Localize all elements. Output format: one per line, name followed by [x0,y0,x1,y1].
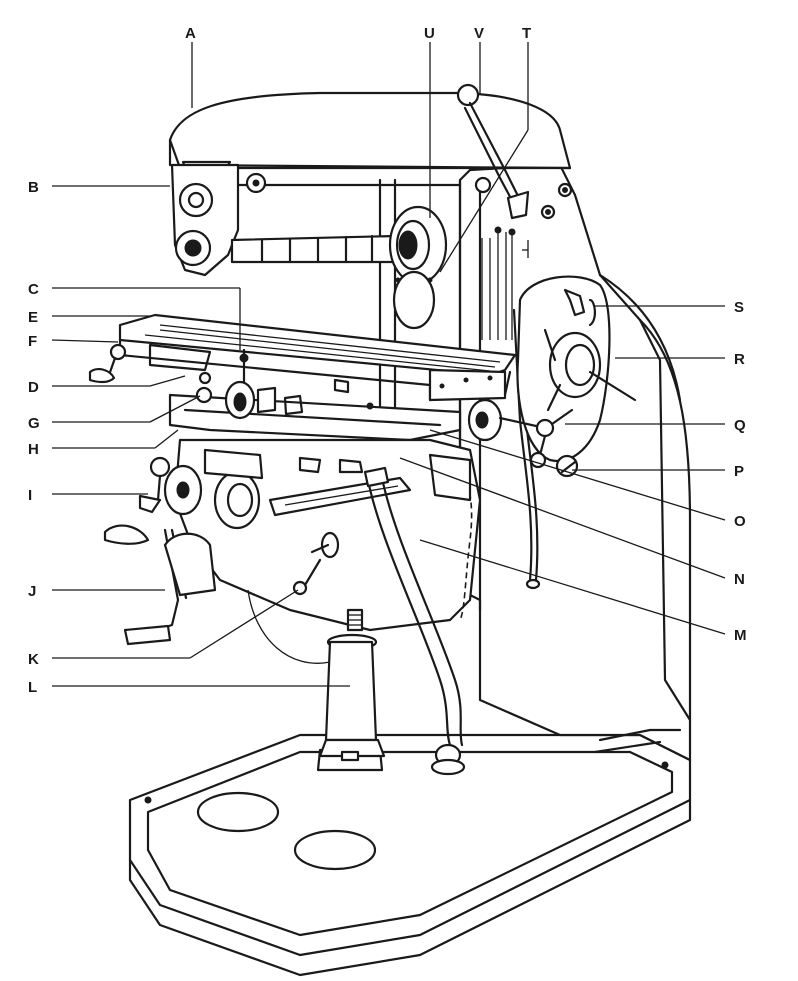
label-d: D [28,379,39,396]
saddle [168,348,574,469]
label-k: K [28,651,39,668]
callout-labels: A B C E F D G H I J K L U V T S R Q P O … [28,25,747,696]
label-l: L [28,679,37,696]
overarm [168,91,572,187]
feed-gearbox [516,275,637,478]
label-q: Q [734,417,746,434]
label-t: T [522,25,531,42]
label-f: F [28,333,37,350]
coolant-hose [247,466,466,776]
label-o: O [734,513,746,530]
label-a: A [185,25,196,42]
label-h: H [28,441,39,458]
table-handwheel [88,343,127,384]
label-g: G [28,415,40,432]
arbor [230,234,397,264]
label-j: J [28,583,36,600]
leader-lines [51,42,726,687]
label-r: R [734,351,745,368]
spindle-nose [388,205,448,330]
knee-crank-handles [103,456,217,646]
knee [173,438,482,632]
machine-base [128,733,692,977]
label-s: S [734,299,744,316]
label-b: B [28,179,39,196]
label-v: V [474,25,484,42]
elevating-screw [316,608,386,772]
label-m: M [734,627,747,644]
arbor-support [170,163,267,277]
label-p: P [734,463,744,480]
work-table [118,313,517,402]
label-u: U [424,25,435,42]
label-n: N [734,571,745,588]
spindle-lever [456,83,530,220]
label-i: I [28,487,32,504]
label-e: E [28,309,38,326]
label-c: C [28,281,39,298]
